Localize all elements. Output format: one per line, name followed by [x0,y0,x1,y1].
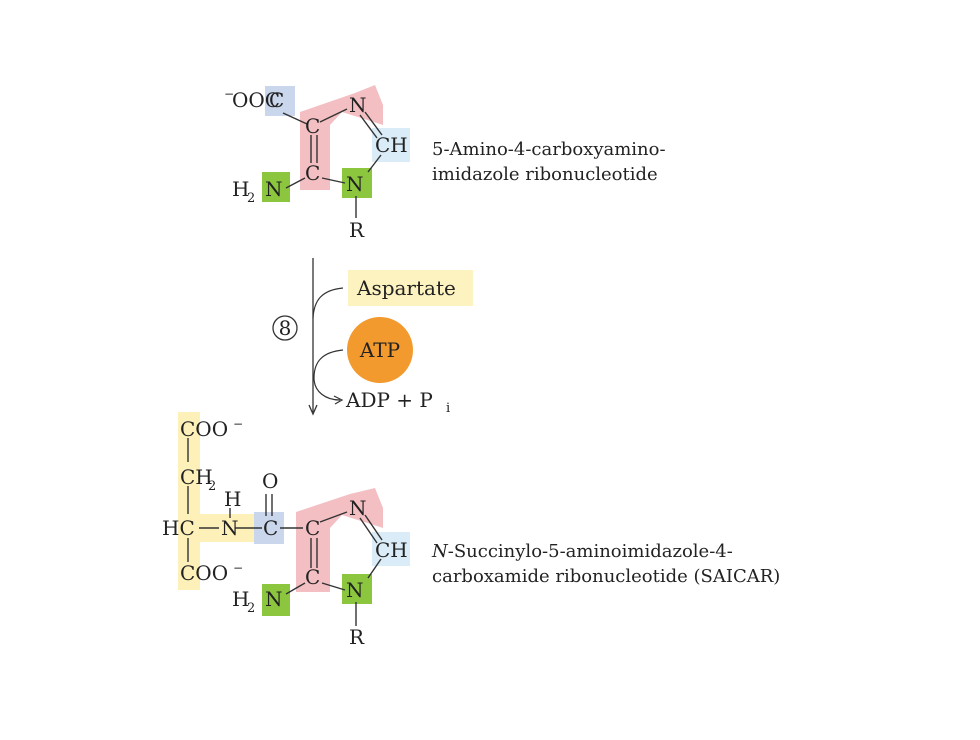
bottom-compound-name-line2: carboxamide ribonucleotide (SAICAR) [432,566,780,587]
top-compound-name-line1: 5-Amino-4-carboxyamino- [432,139,666,160]
top-ch-lightblue-highlight [372,128,410,162]
bottom-amide-n: N [221,516,239,540]
bottom-hc: HC [162,516,195,540]
bottom-ring-pink-highlight [296,488,383,592]
top-nh2-n: N [265,177,283,201]
top-bonds [282,108,383,218]
bottom-ring-ch: CH [375,538,408,562]
bottom-ring-n-green-highlight [342,574,372,604]
products-subscript: i [446,401,450,416]
top-nh2-h: H [232,177,249,201]
bottom-ring-c-lower: C [305,565,320,589]
bottom-name-italic-n: N [431,541,449,562]
reaction-arrow-head [308,404,318,416]
aspartate-curved-arrow [312,287,344,319]
top-ring-ch: CH [375,133,408,157]
bottom-nh2-n: N [265,587,283,611]
top-nh2-subscript: 2 [247,191,255,206]
top-ring-n-green-highlight [342,168,372,198]
bottom-nh2-h: H [232,587,249,611]
bottom-ch2-ch: CH [180,465,213,489]
bottom-compound-name-line1: N-Succinylo-5-aminoimidazole-4- [431,541,733,562]
bottom-name-rest: -Succinylo-5-aminoimidazole-4- [448,541,733,562]
bottom-ch-lightblue-highlight [372,532,410,566]
top-ring-pink-highlight [300,85,383,190]
bottom-coo-bottom-charge: − [233,561,243,575]
bottom-nh2-green-highlight [262,584,290,616]
bottom-ring-n-upper: N [349,496,367,520]
top-ring-c-upper: C [305,114,320,138]
top-ring-n-upper: N [349,93,367,117]
bottom-coo-top: COO [180,417,228,441]
top-nh2-green-highlight [262,172,290,202]
bottom-nh2-subscript: 2 [247,601,255,616]
aspartate-label: Aspartate [356,276,456,300]
top-coo-charge: − [224,87,234,101]
bottom-ch2-subscript: 2 [208,479,216,494]
top-r-group: R [349,218,365,242]
step-number-circle [272,315,298,341]
bottom-carbonyl-o: O [262,469,278,493]
atp-curved-arrow [313,349,344,401]
bottom-ring-n-lower: N [346,578,364,602]
bottom-ring-c-upper: C [305,516,320,540]
atp-circle [347,317,413,383]
top-ooc-label: OOC [232,88,280,112]
top-ring-n-lower: N [346,172,364,196]
bottom-r-group: R [349,625,365,649]
atp-label: ATP [359,338,400,362]
reaction-step: 8 Aspartate ATP ADP + P i [272,258,473,416]
top-carboxyl-blue-highlight [265,86,295,116]
bottom-bonds [187,438,383,626]
bottom-coo-top-charge: − [233,417,243,431]
bottom-amide-h: H [224,487,241,511]
top-compound-name-line2: imidazole ribonucleotide [432,164,658,185]
products-label: ADP + P [345,388,433,412]
bottom-coo-bottom: COO [180,561,228,585]
top-ring-c-lower: C [305,161,320,185]
step-number: 8 [279,316,292,340]
aspartate-highlight [348,270,473,306]
bottom-carbonyl-c: C [263,516,278,540]
atp-arrow-head [333,395,344,405]
top-carboxyl-c: C [269,88,284,112]
top-compound: − OOC C C N CH C N H 2 N R 5-Amino-4-car… [224,85,666,242]
succinyl-yellow-vertical [178,412,200,590]
bottom-compound: COO − CH 2 HC H N O C C N CH C N COO − H… [162,412,780,649]
